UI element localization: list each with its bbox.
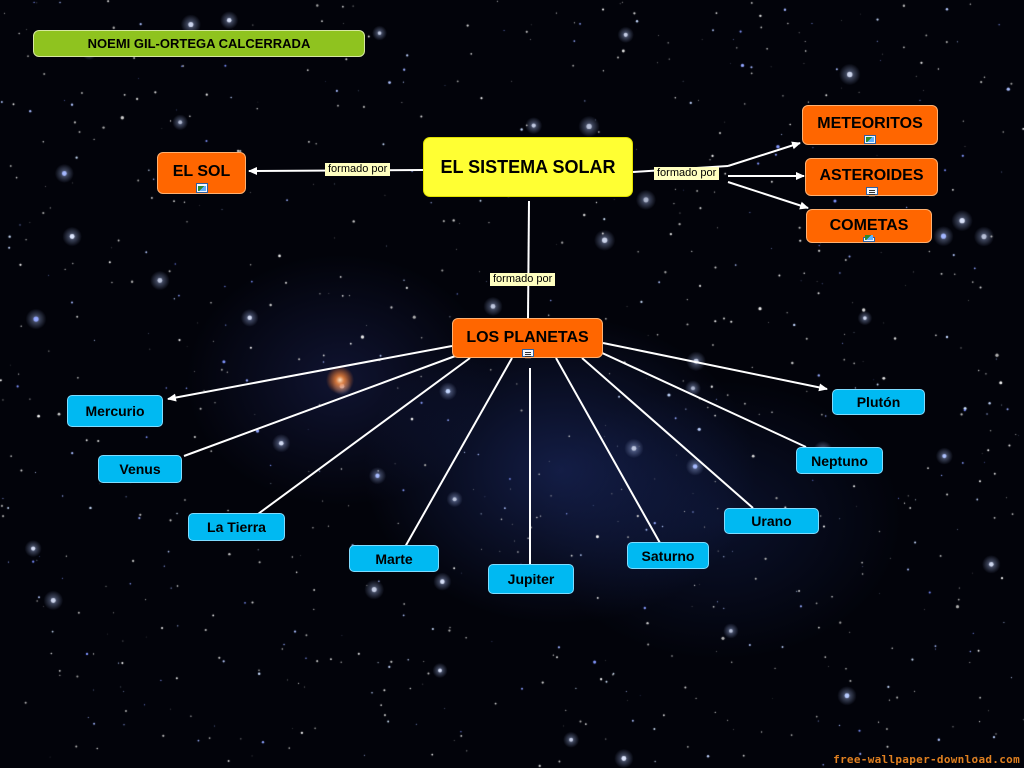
planet-neptuno-label: Neptuno (811, 454, 868, 468)
document-resource-icon[interactable] (866, 187, 878, 195)
planet-mercurio[interactable]: Mercurio (67, 395, 163, 427)
author-name: NOEMI GIL-ORTEGA CALCERRADA (88, 37, 311, 50)
concept-los-planetas[interactable]: LOS PLANETAS (452, 318, 603, 358)
watermark: free-wallpaper-download.com (833, 753, 1020, 766)
link-label-root-small-bodies: formado por (654, 167, 719, 180)
image-resource-icon[interactable] (864, 135, 876, 144)
concept-sistema-solar[interactable]: EL SISTEMA SOLAR (423, 137, 633, 197)
planet-saturno-label: Saturno (642, 549, 695, 563)
image-resource-icon[interactable] (863, 237, 875, 242)
link-label-root-sol: formado por (325, 163, 390, 176)
concept-meteoritos-label: METEORITOS (817, 116, 923, 132)
concept-meteoritos[interactable]: METEORITOS (802, 105, 938, 145)
concept-cometas-label: COMETAS (830, 218, 909, 234)
concept-los-planetas-label: LOS PLANETAS (466, 330, 588, 346)
planet-saturno[interactable]: Saturno (627, 542, 709, 569)
planet-marte-label: Marte (375, 552, 412, 566)
planet-mercurio-label: Mercurio (85, 404, 144, 418)
author-name-box[interactable]: NOEMI GIL-ORTEGA CALCERRADA (33, 30, 365, 57)
planet-venus-label: Venus (119, 462, 160, 476)
planet-la-tierra[interactable]: La Tierra (188, 513, 285, 541)
planet-pluton-label: Plutón (857, 395, 901, 409)
planet-marte[interactable]: Marte (349, 545, 439, 572)
concept-cometas[interactable]: COMETAS (806, 209, 932, 243)
document-resource-icon[interactable] (522, 349, 534, 357)
concept-asteroides-label: ASTEROIDES (819, 168, 923, 184)
planet-urano-label: Urano (751, 514, 791, 528)
planet-pluton[interactable]: Plutón (832, 389, 925, 415)
planet-urano[interactable]: Urano (724, 508, 819, 534)
planet-venus[interactable]: Venus (98, 455, 182, 483)
planet-jupiter-label: Jupiter (508, 572, 555, 586)
image-resource-icon[interactable] (196, 183, 208, 193)
concept-asteroides[interactable]: ASTEROIDES (805, 158, 938, 196)
link-label-root-planetas: formado por (490, 273, 555, 286)
concept-el-sol-label: EL SOL (173, 164, 231, 180)
concept-el-sol[interactable]: EL SOL (157, 152, 246, 194)
concept-sistema-solar-label: EL SISTEMA SOLAR (440, 158, 615, 176)
planet-neptuno[interactable]: Neptuno (796, 447, 883, 474)
planet-jupiter[interactable]: Jupiter (488, 564, 574, 594)
planet-la-tierra-label: La Tierra (207, 520, 266, 534)
